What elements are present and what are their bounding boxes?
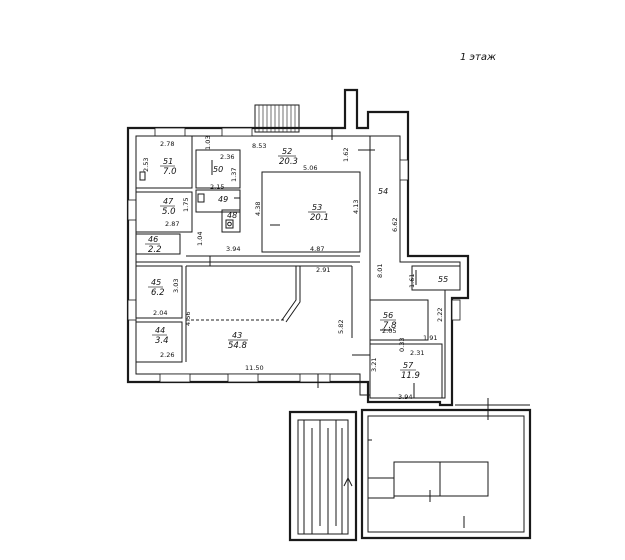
dimension-label: 3.94 [226,245,240,253]
lower-annex [288,398,532,542]
room-49-number: 49 [218,195,228,204]
dimension-label: 2.04 [153,309,167,317]
room-43-area: 54.8 [228,341,248,351]
room-48-number: 48 [227,211,237,220]
room-44-area: 3.4 [155,336,169,346]
dimension-label: 8.01 [376,264,384,278]
room-51-area: 7.0 [163,167,177,177]
room-45-number: 45 [151,278,161,287]
room-51-number: 51 [163,157,173,166]
room-53-area: 20.1 [310,213,329,223]
dimension-label: 1.62 [342,148,350,162]
dimension-label: 5.82 [337,320,345,334]
room-52-number: 52 [282,147,292,156]
dimension-label: 6.62 [391,218,399,232]
room-52-area: 20.3 [279,157,298,167]
dimension-label: 3.03 [172,279,180,293]
dimension-label: 4.87 [310,245,324,253]
dimension-label: 2.91 [316,266,330,274]
room-50-number: 50 [213,165,223,174]
dimension-label: 11.50 [245,364,264,372]
room-47-area: 5.0 [162,207,176,217]
floor-label: 1 этаж [460,52,496,63]
dimension-label: 4.38 [254,202,262,216]
room-56-area: 7.8 [383,321,397,331]
room-56-number: 56 [383,311,393,320]
windows [127,127,461,383]
outer-walls [126,88,470,407]
dimension-label: 3.94 [398,393,412,401]
dimension-label: 0.33 [398,338,406,352]
dimension-label: 2.36 [220,153,234,161]
dimension-label: 1.91 [423,334,437,342]
dimension-label: 4.13 [352,200,360,214]
room-46-area: 2.2 [148,245,162,255]
dimension-label: 2.87 [165,220,179,228]
dimension-label: 1.75 [182,198,190,212]
interior-walls [135,128,461,399]
dimension-label: 2.26 [160,351,174,359]
dimension-label: 2.15 [210,183,224,191]
room-57-area: 11.9 [401,371,420,381]
dimension-label: 8.53 [252,142,266,150]
dimension-label: 5.06 [303,164,317,172]
dimension-label: 2.78 [160,140,174,148]
dimension-label: 2.31 [410,349,424,357]
room-57-number: 57 [403,361,414,370]
dimension-label: 2.53 [142,158,150,172]
room-53-number: 53 [312,203,322,212]
dimension-label: 1.04 [196,232,204,246]
room-55-number: 55 [438,275,448,284]
room-45-area: 6.2 [151,288,165,298]
dimension-label: 2.05 [382,327,396,335]
dimension-label: 1.61 [408,274,416,288]
dimension-label: 3.21 [370,358,378,372]
dimension-label: 4.56 [184,312,192,326]
dimension-label: 1.03 [204,136,212,150]
room-47-number: 47 [163,197,174,206]
dimension-labels: 2.78 1.03 8.53 2.53 2.36 1.37 1.62 5.06 … [142,136,444,401]
room-44-number: 44 [155,326,165,335]
dimension-label: 1.37 [230,168,238,182]
room-labels: 51 7.0 50 52 20.3 49 48 47 5.0 53 20.1 5… [145,147,448,381]
room-46-number: 46 [148,235,158,244]
dimension-label: 2.22 [436,308,444,322]
room-43-number: 43 [232,331,242,340]
room-54-number: 54 [378,187,388,196]
